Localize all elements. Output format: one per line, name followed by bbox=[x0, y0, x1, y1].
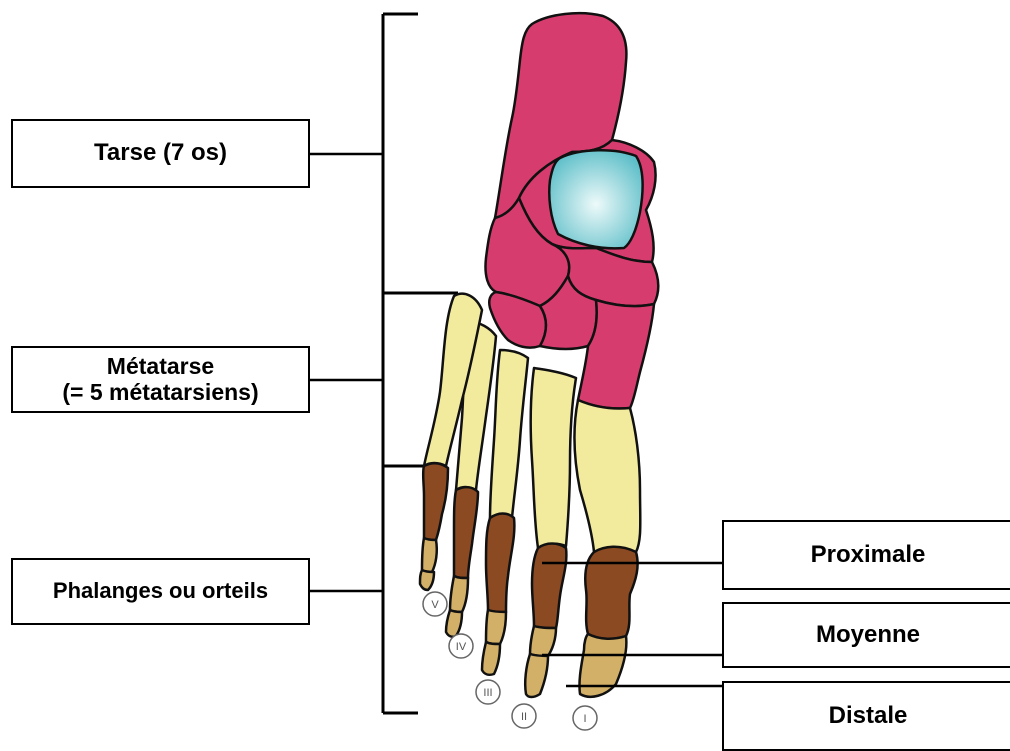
middle-phalanx-5 bbox=[422, 538, 437, 572]
label-moyenne-text: Moyenne bbox=[816, 622, 920, 649]
label-proximale: Proximale bbox=[722, 520, 1010, 590]
talus-dome bbox=[549, 150, 642, 248]
proximal-phalanx-5 bbox=[423, 463, 448, 540]
label-metatarse-line1: Métatarse bbox=[107, 354, 214, 380]
proximal-phalanx-3 bbox=[486, 514, 514, 613]
distal-phalanx-3 bbox=[482, 642, 500, 675]
label-distale: Distale bbox=[722, 681, 1010, 751]
distal-phalanx-1 bbox=[579, 634, 626, 697]
toe-numeral-v: V bbox=[423, 592, 447, 616]
svg-text:I: I bbox=[583, 713, 586, 725]
proximal-phalanx-4 bbox=[454, 487, 478, 578]
proximal-phalanx-1 bbox=[585, 547, 637, 639]
middle-phalanx-4 bbox=[450, 576, 468, 612]
label-moyenne: Moyenne bbox=[722, 602, 1010, 668]
label-tarse-text: Tarse (7 os) bbox=[94, 140, 227, 167]
distal-phalanx-2 bbox=[525, 654, 548, 697]
toe-numeral-i: I bbox=[573, 706, 597, 730]
label-metatarse-line2: (= 5 métatarsiens) bbox=[62, 380, 258, 406]
label-tarse: Tarse (7 os) bbox=[11, 119, 310, 188]
middle-phalanx-3 bbox=[486, 610, 506, 644]
toe-numeral-ii: II bbox=[512, 704, 536, 728]
label-metatarse: Métatarse (= 5 métatarsiens) bbox=[11, 346, 310, 413]
tarsal-bones bbox=[485, 13, 658, 408]
label-phalanges: Phalanges ou orteils bbox=[11, 558, 310, 625]
distal-phalanx-5 bbox=[420, 570, 434, 590]
toe-numeral-iv: IV bbox=[449, 634, 473, 658]
proximal-phalanx-2 bbox=[532, 544, 566, 629]
label-phalanges-text: Phalanges ou orteils bbox=[53, 579, 268, 604]
svg-text:V: V bbox=[431, 599, 439, 611]
toe-numeral-iii: III bbox=[476, 680, 500, 704]
label-distale-text: Distale bbox=[829, 703, 908, 730]
metatarsal-2 bbox=[531, 368, 576, 548]
svg-text:III: III bbox=[483, 687, 492, 699]
middle-phalanx-2 bbox=[530, 626, 556, 656]
distal-phalanx-4 bbox=[446, 610, 462, 637]
label-proximale-text: Proximale bbox=[811, 542, 926, 569]
metatarsal-3 bbox=[490, 350, 528, 518]
label-connectors bbox=[310, 154, 383, 591]
svg-text:II: II bbox=[521, 711, 527, 723]
svg-text:IV: IV bbox=[456, 641, 467, 653]
metatarsal-1 bbox=[574, 400, 640, 552]
